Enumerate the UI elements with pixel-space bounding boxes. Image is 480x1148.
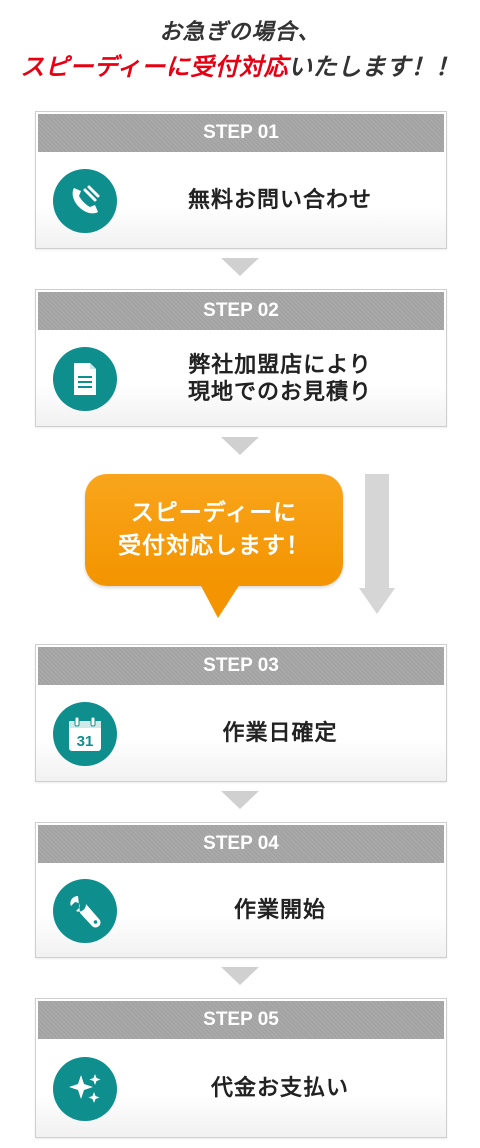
step-body: 無料お問い合わせ — [36, 154, 446, 248]
step-body: 31 作業日確定 — [36, 687, 446, 781]
step-03: STEP 03 31 作業日確定 — [35, 644, 447, 782]
down-arrow — [221, 437, 259, 455]
gray-down-arrow — [359, 474, 395, 614]
step-label: STEP 01 — [38, 114, 444, 152]
svg-text:31: 31 — [77, 733, 94, 750]
step-04: STEP 04 作業開始 — [35, 822, 447, 958]
wrench-icon — [53, 879, 117, 943]
down-arrow — [221, 791, 259, 809]
step-05: STEP 05 代金お支払い — [35, 998, 447, 1138]
step-body: 代金お支払い — [36, 1041, 446, 1137]
header-line2: スピーディーに受付対応いたします！！ — [0, 48, 480, 86]
step-text: 代金お支払い — [210, 1076, 349, 1102]
step-body: 作業開始 — [36, 865, 446, 957]
step-text: 無料お問い合わせ — [187, 188, 372, 214]
phone-icon — [53, 169, 117, 233]
step-label: STEP 04 — [38, 825, 444, 863]
speech-bubble: スピーディーに 受付対応します！ — [85, 474, 343, 586]
header-highlight: スピーディーに受付対応 — [20, 53, 289, 81]
step-text: 作業日確定 — [222, 721, 338, 747]
calendar-icon: 31 — [53, 702, 117, 766]
step-label: STEP 02 — [38, 292, 444, 330]
step-text: 弊社加盟店により 現地でのお見積り — [187, 352, 372, 406]
step-body: 弊社加盟店により 現地でのお見積り — [36, 332, 446, 426]
step-02: STEP 02 弊社加盟店により 現地でのお見積り — [35, 289, 447, 427]
bubble-line2: 受付対応します！ — [118, 533, 310, 559]
step-text: 作業開始 — [233, 898, 326, 924]
step-label: STEP 05 — [38, 1001, 444, 1039]
bubble-tail — [200, 584, 240, 618]
header-line2-rest: いたします！！ — [288, 53, 460, 81]
step-label: STEP 03 — [38, 647, 444, 685]
step-01: STEP 01 無料お問い合わせ — [35, 111, 447, 249]
down-arrow — [221, 967, 259, 985]
down-arrow — [221, 258, 259, 276]
header-line1: お急ぎの場合、 — [159, 20, 321, 45]
page-header: お急ぎの場合、 スピーディーに受付対応いたします！！ — [0, 18, 480, 86]
bubble-line1: スピーディーに — [130, 499, 298, 526]
document-icon — [53, 347, 117, 411]
sparkle-icon — [53, 1057, 117, 1121]
